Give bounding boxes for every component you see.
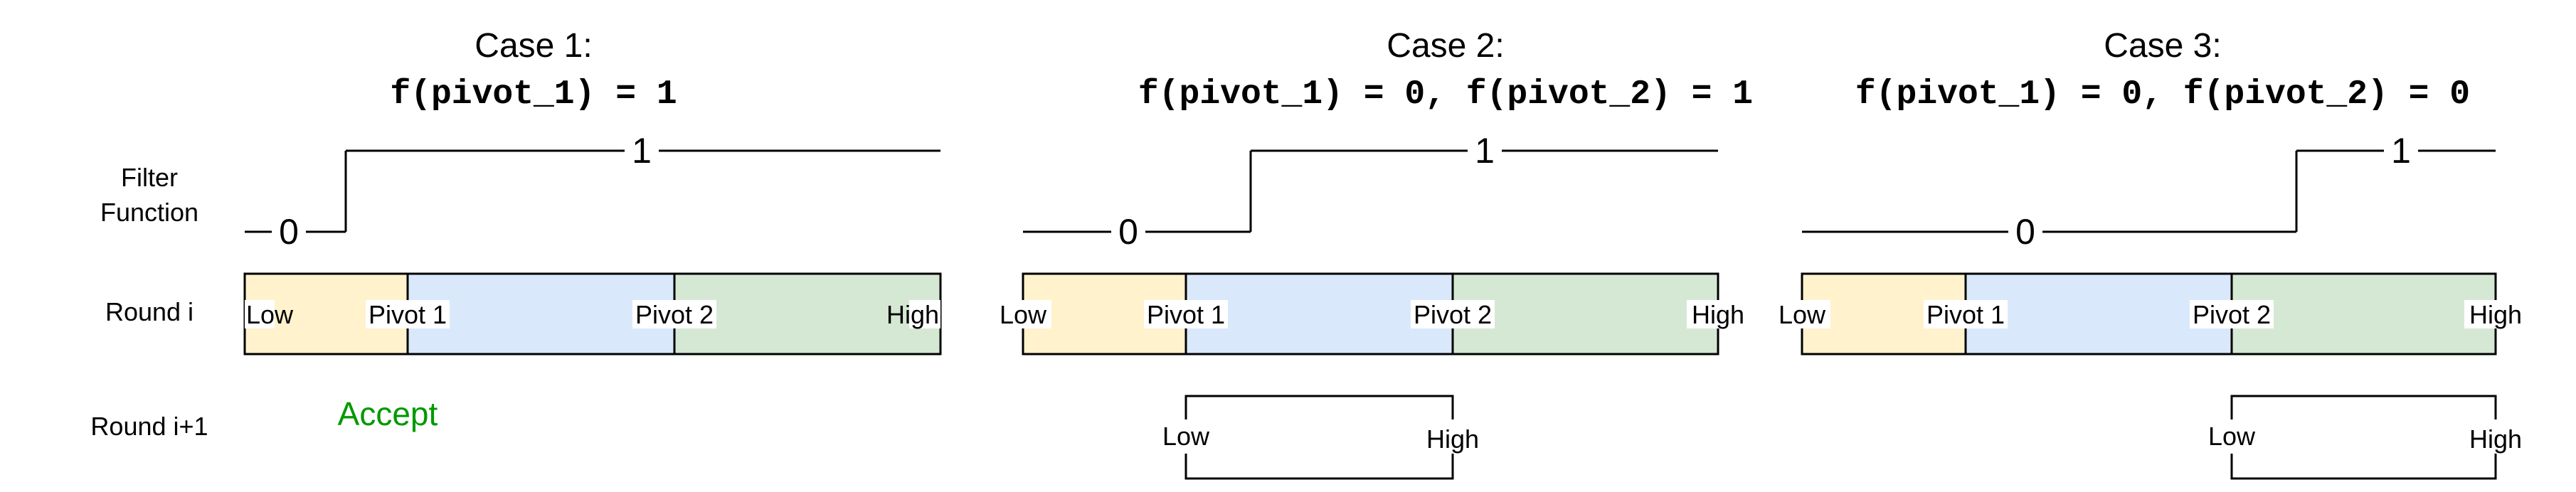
case-3-high-label: High [2469, 300, 2522, 329]
case-2-segment-mid [1184, 272, 1454, 355]
case-3-next-low-label: Low [2208, 422, 2256, 451]
case-1-title: Case 1: [475, 27, 592, 65]
case-1-one-label: 1 [632, 131, 652, 171]
row-label-round-next: Round i+1 [90, 412, 208, 441]
case-1-high-label-bg [909, 300, 940, 328]
case-2-pivot1-label-bg [1144, 300, 1228, 328]
row-label-filter-function-line2: Function [100, 198, 198, 227]
case-3-next-high-label: High [2469, 424, 2522, 454]
case-3-pivot1-label: Pivot 1 [1926, 300, 2005, 329]
case-3-pivot1-label-bg [1924, 300, 2008, 328]
case-3-one-label: 1 [2391, 131, 2411, 171]
case-1-low-label-bg [245, 300, 275, 328]
case-1-low-label: Low [246, 300, 294, 329]
row-label-round-i: Round i [105, 297, 194, 326]
case-2-filter-step [1023, 149, 1718, 233]
case-3-low-label-bg [1775, 300, 1830, 328]
case-2-low-label: Low [1000, 300, 1047, 329]
case-1-pivot2-label: Pivot 2 [635, 300, 714, 329]
row-label-filter-function-line1: Filter [121, 163, 178, 192]
case-2-next-low-label: Low [1162, 422, 1210, 451]
case-3-title: Case 3: [2104, 27, 2221, 65]
case-1-condition: f(pivot_1) = 1 [390, 75, 677, 114]
case-2-title: Case 2: [1387, 27, 1504, 65]
case-2-next-high-label: High [1426, 424, 1479, 454]
case-1-high-label: High [886, 300, 939, 329]
case-1-round-i-bar: Low Pivot 1 Pivot 2 High [243, 272, 942, 355]
case-2-low-label-bg [996, 300, 1051, 328]
case-2-pivot2-label: Pivot 2 [1414, 300, 1492, 329]
case-3-low-label: Low [1779, 300, 1826, 329]
case-2-pivot2-label-bg [1411, 300, 1495, 328]
case-1-pivot1-label: Pivot 1 [369, 300, 447, 329]
case-1-pivot1-label-bg [366, 300, 450, 328]
case-1-segment-high [673, 272, 942, 355]
case-3-zero-label: 0 [2015, 212, 2035, 252]
case-2: Case 2: f(pivot_1) = 0, f(pivot_2) = 1 0… [996, 27, 1753, 480]
case-3-next-round-bracket [2230, 395, 2497, 480]
case-2-zero-label: 0 [1118, 212, 1138, 252]
case-3-high-label-bg [2464, 300, 2527, 328]
case-2-condition: f(pivot_1) = 0, f(pivot_2) = 1 [1138, 75, 1753, 114]
case-3: Case 3: f(pivot_1) = 0, f(pivot_2) = 0 0… [1775, 27, 2527, 480]
case-3-pivot2-label: Pivot 2 [2193, 300, 2271, 329]
case-1-accept-label: Accept [338, 395, 438, 432]
case-2-one-label: 1 [1475, 131, 1495, 171]
case-3-condition: f(pivot_1) = 0, f(pivot_2) = 0 [1855, 75, 2470, 114]
case-2-next-round-bracket [1184, 395, 1454, 480]
case-1: Case 1: f(pivot_1) = 1 0 1 Low Pivot 1 P… [243, 27, 942, 432]
case-2-high-label: High [1692, 300, 1744, 329]
case-1-filter-step [245, 149, 940, 233]
case-2-pivot1-label: Pivot 1 [1147, 300, 1225, 329]
case-3-pivot2-label-bg [2190, 300, 2274, 328]
case-2-high-label-bg [1687, 300, 1749, 328]
case-1-zero-label: 0 [279, 212, 299, 252]
case-3-filter-step [1802, 149, 2496, 233]
case-1-pivot2-label-bg [632, 300, 716, 328]
case-3-round-i-bar: Low Pivot 1 Pivot 2 High [1775, 272, 2527, 355]
case-2-round-i-bar: Low Pivot 1 Pivot 2 High [996, 272, 1749, 355]
